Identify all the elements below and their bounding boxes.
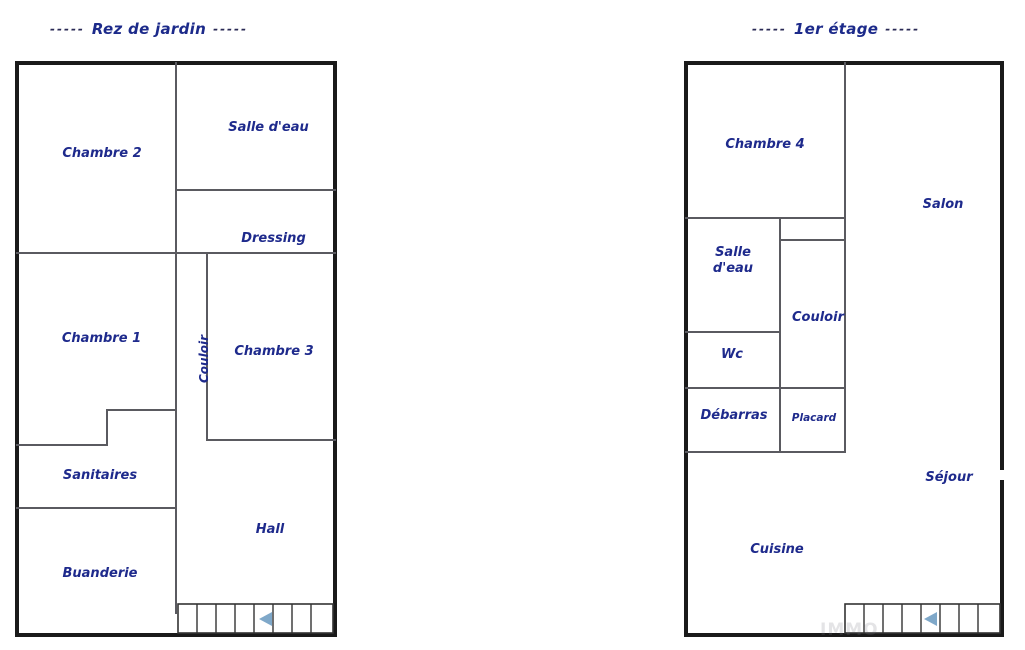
room-label-salon: Salon [922, 197, 964, 212]
room-label-salle-deau: Salle d'eau [694, 245, 772, 277]
room-label-cuisine: Cuisine [750, 542, 804, 557]
room-label-placard: Placard [791, 412, 837, 424]
interior-walls [685, 62, 846, 453]
floor-title-rez-de-jardin: ----- Rez de jardin ----- [50, 20, 248, 38]
floor-title-text: 1er étage [793, 20, 879, 38]
room-label-chambre-4: Chambre 4 [725, 137, 805, 152]
interior-walls [16, 62, 336, 614]
room-label-sejour: Séjour [925, 470, 973, 485]
room-label-sanitaires: Sanitaires [62, 468, 138, 483]
watermark: IMMO [820, 620, 879, 640]
stair-direction-arrow-icon [259, 612, 272, 626]
staircase-rez-de-jardin [177, 603, 334, 634]
room-label-wc: Wc [720, 347, 744, 362]
room-label-chambre-3: Chambre 3 [234, 344, 314, 359]
room-label-line1: Salle [715, 245, 751, 260]
room-label-chambre-2: Chambre 2 [62, 146, 142, 161]
staircase-1er-etage [844, 603, 1001, 634]
title-dash-right: ----- [213, 22, 248, 36]
title-dash-right: ----- [885, 22, 921, 36]
room-label-hall: Hall [255, 522, 285, 537]
floor-title-1er-etage: ----- 1er étage ----- [752, 20, 920, 38]
room-label-couloir: Couloir [792, 310, 844, 325]
room-label-chambre-1: Chambre 1 [61, 331, 142, 346]
room-label-buanderie: Buanderie [62, 566, 138, 581]
floor-title-text: Rez de jardin [91, 20, 207, 38]
room-label-debarras: Débarras [700, 408, 768, 423]
room-label-dressing: Dressing [241, 231, 306, 246]
room-label-line2: d'eau [712, 260, 754, 276]
title-dash-left: ----- [752, 22, 787, 36]
outer-walls [684, 61, 1004, 637]
stair-direction-arrow-icon [924, 612, 937, 626]
room-label-salle-deau: Salle d'eau [228, 120, 309, 135]
title-dash-left: ----- [50, 22, 85, 36]
